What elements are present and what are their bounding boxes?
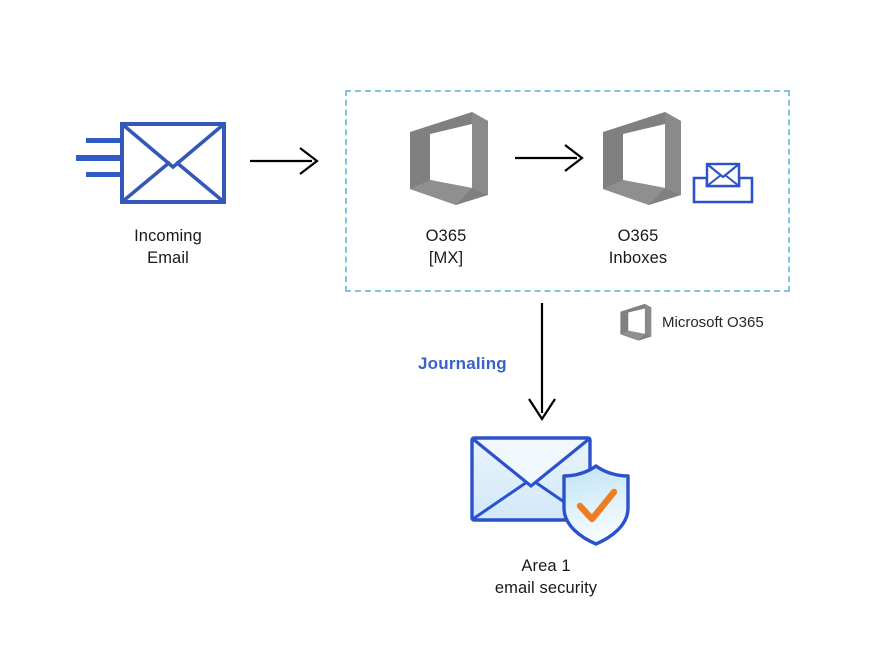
- arrow-incoming-to-zone: [250, 147, 319, 175]
- office-logo-page: [430, 124, 472, 188]
- area1-envelope-flap: [471, 437, 591, 489]
- office365-logo-icon: [620, 303, 652, 341]
- o365-inboxes-label: O365 Inboxes: [608, 227, 668, 267]
- office-logo-right-face: [644, 303, 652, 337]
- arrow-mx-to-inboxes: [515, 144, 584, 172]
- incoming-email-label: Incoming Email: [134, 227, 202, 267]
- legend-label: Microsoft O365: [662, 313, 764, 331]
- office-logo-bottom-wedge: [603, 180, 665, 205]
- shield-body: [562, 464, 630, 546]
- office-logo-page: [628, 308, 645, 334]
- area1-label: Area 1 email security: [494, 557, 598, 597]
- speed-line-middle: [76, 155, 120, 161]
- office365-logo-icon: [603, 112, 681, 205]
- arrow-head: [564, 144, 584, 172]
- envelope-fold-left: [120, 160, 172, 204]
- envelope-flap: [120, 122, 226, 170]
- o365-mx-node: [404, 110, 490, 206]
- envelope-fold-right: [174, 160, 226, 204]
- inbox-tray-icon: [692, 162, 754, 204]
- inbox-envelope-flap: [706, 163, 740, 179]
- office-logo-right-face: [472, 112, 488, 195]
- shield-check-icon: [576, 488, 618, 523]
- office-logo-bottom-wedge: [620, 330, 645, 341]
- inbox-envelope-fold-right: [724, 174, 740, 187]
- envelope-icon: [76, 122, 226, 204]
- legend: Microsoft O365: [618, 303, 764, 341]
- area1-envelope-fold-left: [472, 480, 528, 521]
- speed-line-top: [86, 138, 120, 143]
- o365-mx-label: O365 [MX]: [425, 227, 467, 267]
- incoming-email-node: [70, 118, 230, 210]
- office-logo-page: [623, 124, 665, 188]
- area1-node: [468, 432, 632, 548]
- o365-inboxes-node: [597, 110, 683, 206]
- arrow-head: [299, 147, 319, 175]
- office365-logo-icon: [410, 112, 488, 205]
- office-logo-bottom-wedge: [410, 180, 472, 205]
- email-shield-icon: [470, 436, 630, 546]
- inbox-envelope-fold-left: [706, 174, 722, 187]
- journaling-label: Journaling: [418, 354, 507, 373]
- o365-boundary-zone: [345, 90, 790, 292]
- office-logo-right-face: [665, 112, 681, 195]
- speed-line-bottom: [86, 172, 120, 177]
- area1-envelope-flap-fill: [474, 440, 588, 486]
- arrow-journaling-down: [528, 303, 556, 422]
- arrow-head: [528, 398, 556, 422]
